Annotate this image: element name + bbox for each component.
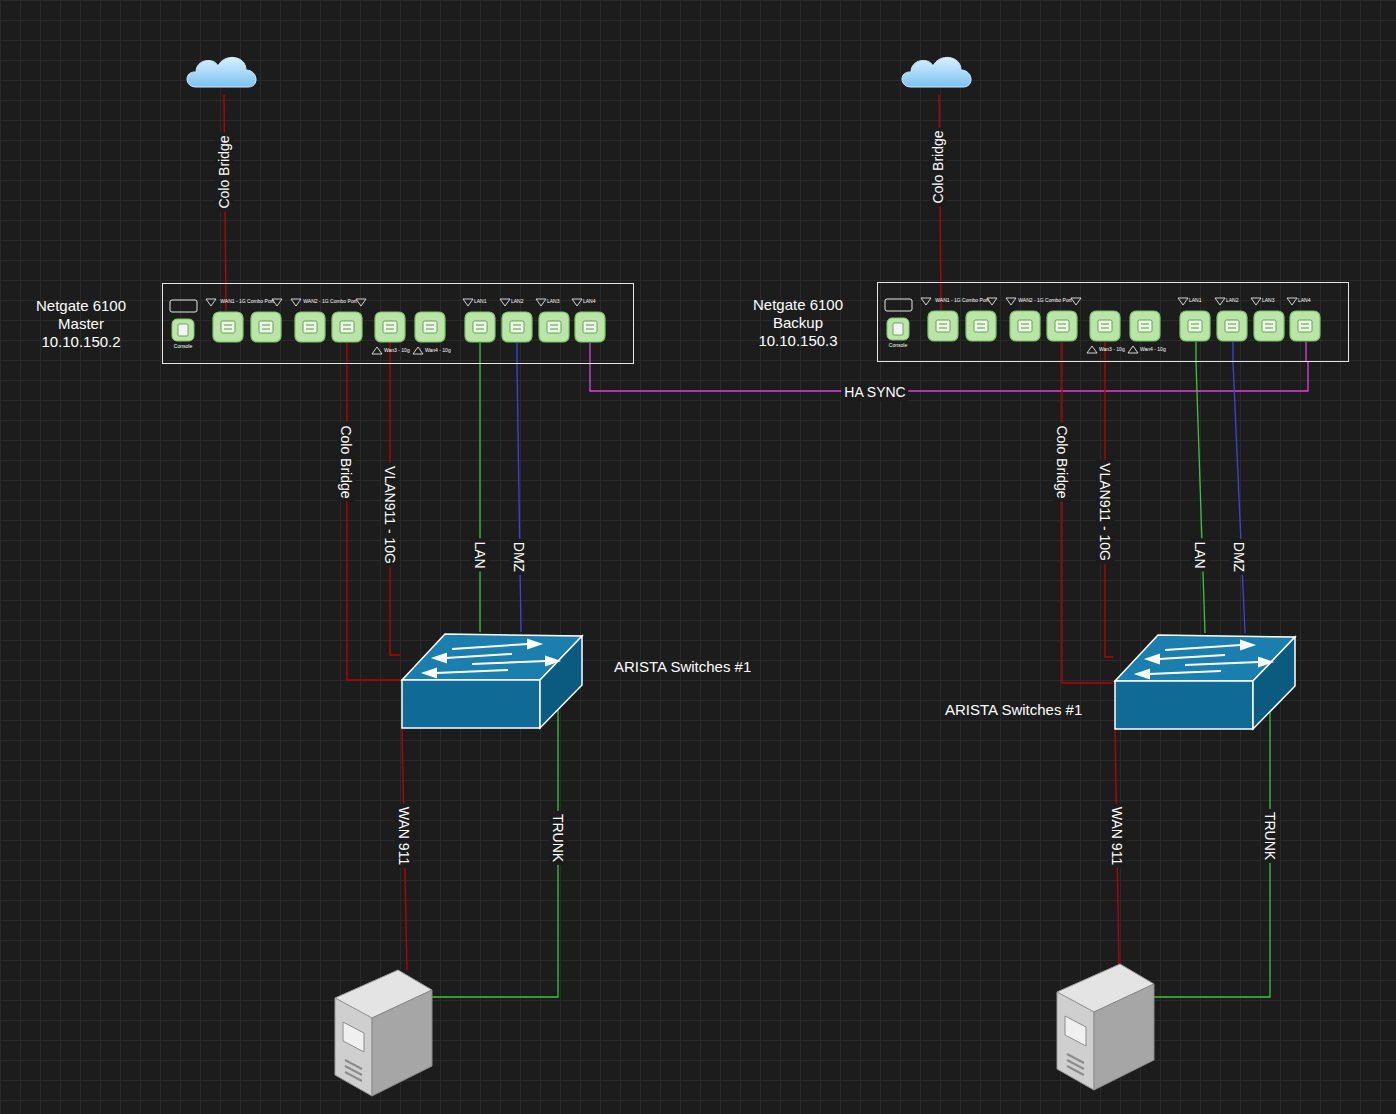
device-heading: Netgate 6100 Backup 10.10.150.3 [748,296,848,350]
port-label: Console [174,344,192,350]
edge-label: LAN [1191,538,1209,571]
port-label: WAN2 - 1G Combo Port [1018,298,1071,304]
port-label: LAN3 [547,299,560,305]
cloud-icon [902,57,971,87]
port-label: WAN1 - 1G Combo Port [220,299,273,305]
trunk-wire [432,708,558,997]
edge-label: DMZ [1230,539,1248,575]
connector [347,364,400,680]
cloud-icon [187,57,256,87]
trunk-wire [1154,710,1270,997]
port-label: Wan3 - 10g [1099,347,1125,353]
switch-label: ARISTA Switches #1 [614,658,751,676]
wire-label: Colo Bridge [215,132,233,211]
port-row [170,298,1320,354]
port-label: Console [889,343,907,349]
port-label: LAN4 [1298,298,1311,304]
switch-box: ARISTA Switches #1 [400,632,584,730]
edge-label: HA SYNC [841,383,908,401]
port-label: Wan4 - 10g [425,348,451,354]
switch-box: ARISTA Switches #1 [1113,633,1297,731]
port-label: LAN2 [1226,298,1239,304]
connector [1233,362,1245,633]
switch-icon [400,632,584,730]
switch-label: ARISTA Switches #1 [945,701,1082,719]
port-label: WAN2 - 1G Combo Port [303,299,356,305]
device-heading: Netgate 6100 Master 10.10.150.2 [31,297,131,351]
port-label: LAN1 [474,299,487,305]
connector [1196,362,1205,633]
wire-label: Colo Bridge [929,127,947,206]
edge-label: Colo Bridge [337,422,355,501]
edge-label: VLAN911 - 10G [1096,460,1114,564]
server-icon [1057,964,1154,1090]
connector [480,364,481,632]
server-icon [335,970,432,1096]
edge-label: VLAN911 - 10G [381,463,399,567]
port-label: WAN1 - 1G Combo Port [935,298,988,304]
edge-label: LAN [471,538,489,571]
switch-icon [1113,633,1297,731]
port-label: Wan4 - 10g [1140,347,1166,353]
wire-label: TRUNK [1261,809,1279,863]
port-label: LAN1 [1189,298,1202,304]
connector [590,362,1308,391]
edge-label: DMZ [510,539,528,575]
port-label: LAN2 [511,299,524,305]
connector [517,364,521,632]
wire-label: WAN 911 [395,804,413,868]
port-label: LAN4 [583,299,596,305]
port-label: LAN3 [1262,298,1275,304]
edge-label: Colo Bridge [1053,422,1071,501]
port-label: Wan3 - 10g [384,348,410,354]
wire-label: WAN 911 [1108,804,1126,868]
wire-label: TRUNK [549,811,567,865]
